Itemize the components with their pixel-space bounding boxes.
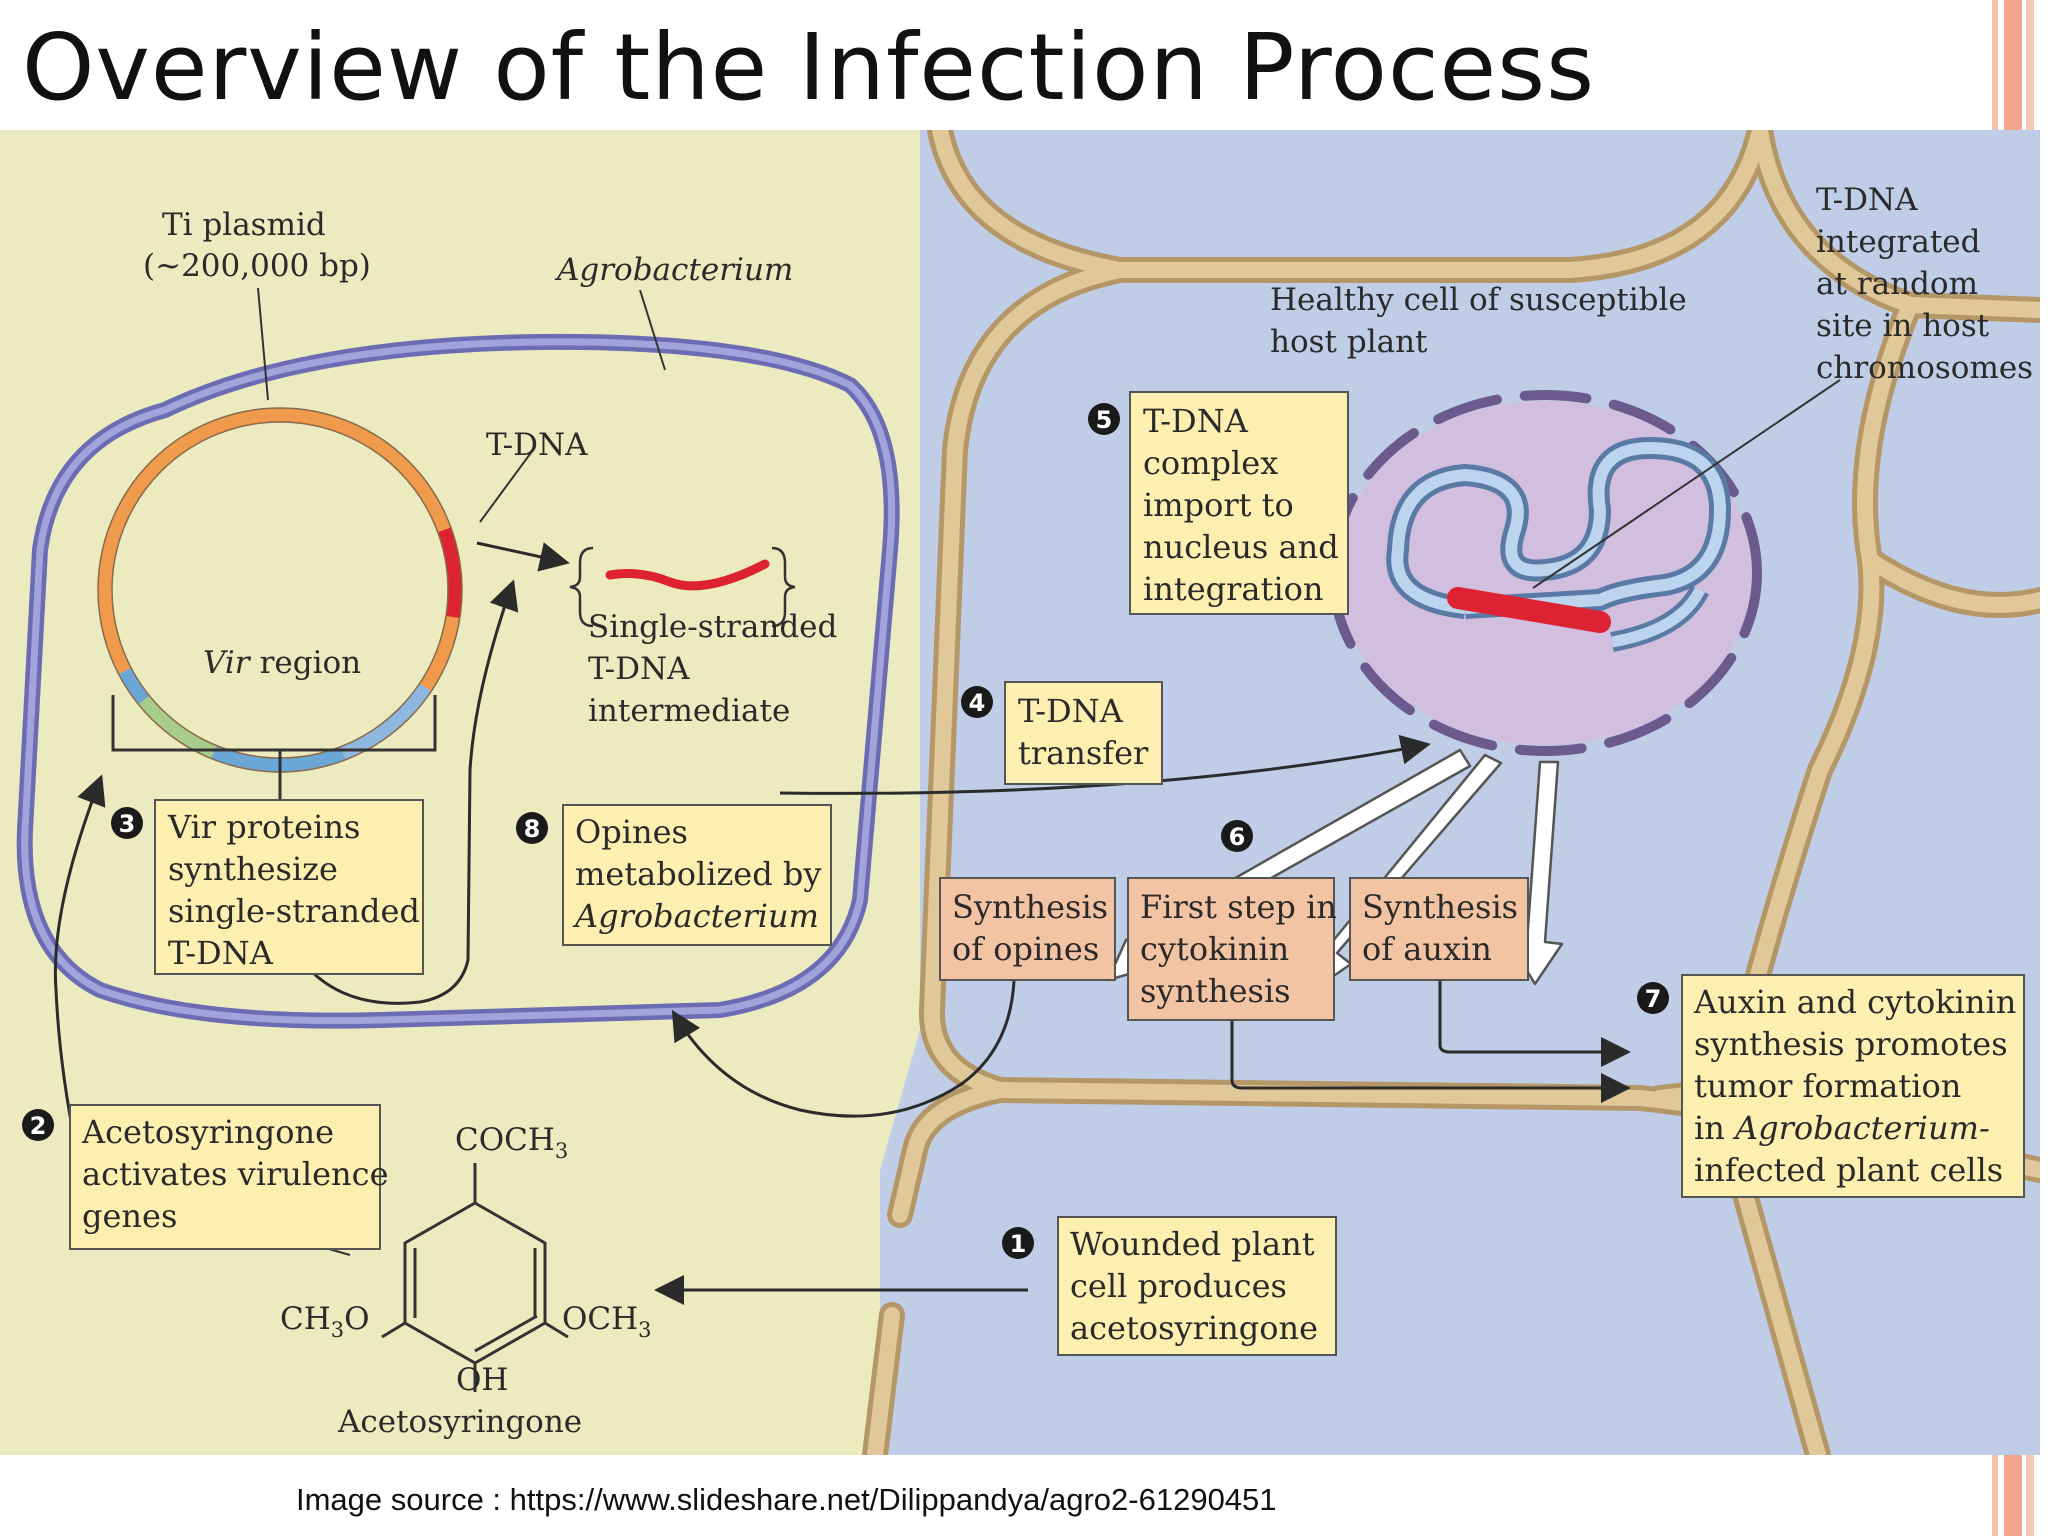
cytokinin-synthesis-box: First step in cytokinin synthesis <box>1127 877 1337 1021</box>
svg-text:Synthesis: Synthesis <box>1362 888 1518 926</box>
tdna-integrated-label-line2: integrated <box>1816 224 1980 260</box>
svg-text:Opines: Opines <box>575 813 688 851</box>
svg-text:synthesis promotes: synthesis promotes <box>1694 1025 2008 1063</box>
svg-text:metabolized by: metabolized by <box>575 855 821 893</box>
step-4-badge: 4 <box>969 689 986 717</box>
ss-tdna-label-line1: Single-stranded <box>588 609 837 645</box>
svg-text:of opines: of opines <box>952 930 1099 968</box>
agrobacterium-label: Agrobacterium <box>554 252 793 288</box>
svg-text:T-DNA: T-DNA <box>1143 402 1249 440</box>
tdna-integrated-label-line3: at random <box>1816 266 1978 302</box>
healthy-cell-label-line1: Healthy cell of susceptible <box>1270 282 1687 318</box>
step-1-badge: 1 <box>1010 1230 1027 1258</box>
svg-text:Agrobacterium: Agrobacterium <box>572 897 819 935</box>
integrated-tdna-segment <box>1447 587 1611 633</box>
step-3-badge: 3 <box>119 810 136 838</box>
svg-text:Auxin and cytokinin: Auxin and cytokinin <box>1693 983 2016 1021</box>
step-2-badge: 2 <box>30 1112 47 1140</box>
step-3-note: 3 Vir proteins synthesize single-strande… <box>111 799 424 975</box>
step-7-badge: 7 <box>1645 985 1662 1013</box>
ti-plasmid-label: Ti plasmid <box>162 207 326 243</box>
svg-text:in Agrobacterium-: in Agrobacterium- <box>1694 1109 1990 1147</box>
figure-canvas: COCH3 CH3O OCH3 OH Acetosyringone Ti pla… <box>0 130 2040 1455</box>
svg-text:activates virulence: activates virulence <box>82 1155 389 1193</box>
synthesis-of-auxin-box: Synthesis of auxin <box>1349 877 1529 981</box>
svg-text:cell produces: cell produces <box>1070 1267 1287 1305</box>
vir-region-bracket <box>111 695 437 800</box>
ti-plasmid-size: (~200,000 bp) <box>143 248 371 284</box>
step-8-note: 8 Opines metabolized by Agrobacterium <box>516 804 832 946</box>
tdna-integrated-label-line4: site in host <box>1816 308 1990 344</box>
svg-text:First step in: First step in <box>1140 888 1337 926</box>
svg-text:of auxin: of auxin <box>1362 930 1492 968</box>
svg-text:Synthesis: Synthesis <box>952 888 1108 926</box>
healthy-cell-label-line2: host plant <box>1270 324 1428 360</box>
tdna-integrated-label-line5: chromosomes <box>1816 350 2033 386</box>
svg-text:transfer: transfer <box>1018 734 1149 772</box>
step-5-badge: 5 <box>1096 406 1113 434</box>
ss-tdna-label-line3: intermediate <box>588 693 790 729</box>
step-8-badge: 8 <box>524 815 541 843</box>
svg-text:nucleus and: nucleus and <box>1143 528 1339 566</box>
molecule-label-methoxy-right: OCH3 <box>562 1301 652 1342</box>
infection-process-figure: COCH3 CH3O OCH3 OH Acetosyringone Ti pla… <box>0 130 2040 1455</box>
tdna-label: T-DNA <box>486 427 588 463</box>
ss-tdna-label-line2: T-DNA <box>588 651 690 687</box>
step-1-note: 1 Wounded plant cell produces acetosyrin… <box>1002 1216 1337 1356</box>
image-source-caption: Image source : https://www.slideshare.ne… <box>296 1482 1277 1517</box>
step-7-note: 7 Auxin and cytokinin synthesis promotes… <box>1637 974 2025 1198</box>
slide-title: Overview of the Infection Process <box>22 14 1596 121</box>
molecule-label-methoxy-left: CH3O <box>280 1301 370 1342</box>
svg-text:cytokinin: cytokinin <box>1140 930 1289 968</box>
molecule-label-acetyl: COCH3 <box>455 1122 568 1163</box>
tdna-integrated-label-line1: T-DNA <box>1816 182 1918 218</box>
svg-text:Acetosyringone: Acetosyringone <box>81 1113 334 1151</box>
svg-text:tumor formation: tumor formation <box>1694 1067 1961 1105</box>
svg-text:synthesize: synthesize <box>168 850 338 888</box>
svg-text:T-DNA: T-DNA <box>168 934 274 972</box>
step-2-note: 2 Acetosyringone activates virulence gen… <box>22 1104 389 1250</box>
svg-text:import to: import to <box>1143 486 1294 524</box>
svg-text:T-DNA: T-DNA <box>1018 692 1124 730</box>
svg-text:genes: genes <box>82 1197 177 1235</box>
svg-text:Vir proteins: Vir proteins <box>167 808 360 846</box>
acetosyringone-name: Acetosyringone <box>337 1404 582 1440</box>
svg-text:synthesis: synthesis <box>1140 972 1291 1010</box>
svg-text:Wounded plant: Wounded plant <box>1070 1225 1315 1263</box>
acetosyringone-structure <box>381 1163 569 1392</box>
synthesis-of-opines-box: Synthesis of opines <box>939 877 1116 981</box>
step-4-note: 4 T-DNA transfer <box>961 681 1163 785</box>
ss-tdna-strand <box>605 559 770 591</box>
svg-text:infected plant cells: infected plant cells <box>1694 1151 2003 1189</box>
svg-text:acetosyringone: acetosyringone <box>1070 1309 1318 1347</box>
svg-text:single-stranded: single-stranded <box>168 892 420 930</box>
step-5-note: 5 T-DNA complex import to nucleus and in… <box>1088 391 1349 615</box>
molecule-label-hydroxyl: OH <box>456 1362 508 1398</box>
svg-text:complex: complex <box>1143 444 1278 482</box>
step-6-badge: 6 <box>1229 823 1246 851</box>
step-6-notes: 6 Synthesis of opines First step in cyto… <box>939 820 1529 1021</box>
svg-text:integration: integration <box>1143 570 1323 608</box>
